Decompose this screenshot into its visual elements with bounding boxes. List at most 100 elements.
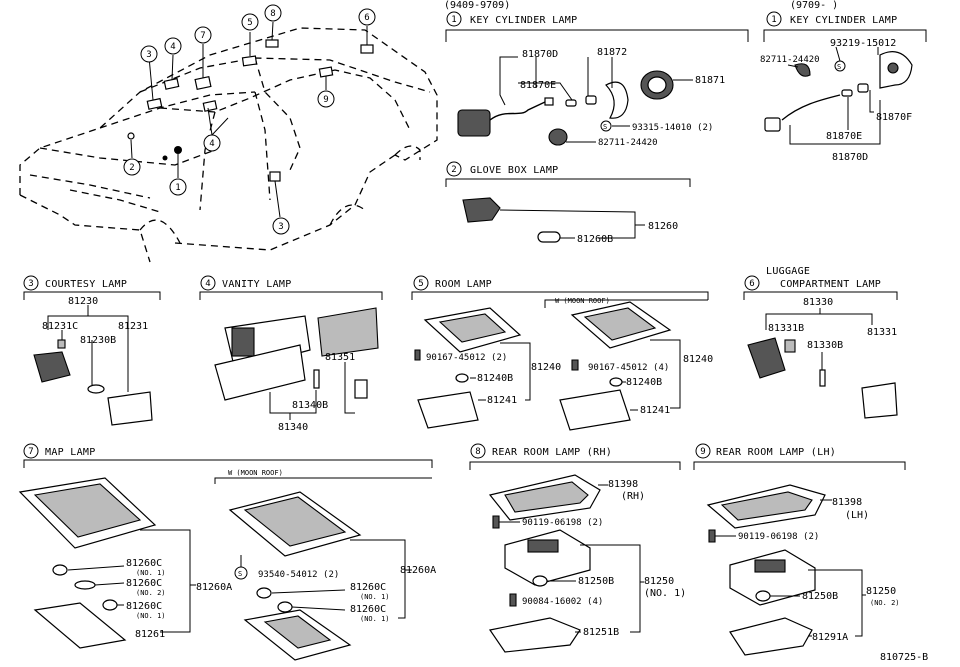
sec7-num: 7 (28, 447, 33, 457)
sec1a-part-81870D: 81870D (522, 49, 558, 60)
sec7-part-81260C-e: 81260C (350, 604, 386, 615)
sec9-part-81250: 81250 (866, 586, 896, 597)
sec9-part-81398: 81398 (832, 497, 862, 508)
sec1a-date-range: (9409-9709) (444, 0, 510, 11)
svg-text:S: S (603, 123, 607, 131)
sec6-part-81331B: 81331B (768, 323, 804, 334)
car-callout-5: 5 (247, 18, 252, 28)
section-courtesy-lamp: 3 COURTESY LAMP 81230 81231C 81231 81230… (23, 275, 161, 426)
sec9-title: REAR ROOM LAMP (LH) (716, 447, 836, 458)
sec5-part-81241-left: 81241 (487, 395, 517, 406)
sec3-title: COURTESY LAMP (45, 279, 127, 290)
sec7-note-d: (NO. 1) (360, 593, 390, 601)
sec7-part-81260C-b: 81260C (126, 578, 162, 589)
sec5-num: 5 (418, 279, 423, 289)
sec7-part-81260C-d: 81260C (350, 582, 386, 593)
sec1a-part-82711: 82711-24420 (598, 138, 658, 148)
sec7-note-a: (NO. 1) (136, 569, 166, 577)
sec2-title: GLOVE BOX LAMP (470, 165, 559, 176)
section-key-cylinder-lamp-late: (9709- ) 1 KEY CYLINDER LAMP S 93219-150… (760, 0, 927, 163)
car-callout-1: 1 (175, 183, 180, 193)
sec1a-title: KEY CYLINDER LAMP (470, 15, 577, 26)
sec6-part-81330: 81330 (803, 297, 833, 308)
sec1b-part-81870E: 81870E (826, 131, 862, 142)
sec8-part-81251B: 81251B (583, 627, 619, 638)
sec2-part-81260B: 81260B (577, 234, 613, 245)
sec8-title: REAR ROOM LAMP (RH) (492, 447, 612, 458)
sec1a-part-81870E: 81870E (520, 80, 556, 91)
sec7-note-e: (NO. 1) (360, 615, 390, 623)
sec3-part-81230: 81230 (68, 296, 98, 307)
sec6-num: 6 (749, 279, 754, 289)
sec1a-num: 1 (451, 15, 456, 25)
car-callout-3b: 3 (278, 222, 283, 232)
sec1a-part-93315: 93315-14010 (2) (632, 123, 713, 133)
section-luggage-compartment-lamp: LUGGAGE 6 COMPARTMENT LAMP 81330 81331B … (743, 266, 898, 419)
sec8-part-90119: 90119-06198 (2) (522, 518, 603, 528)
car-callout-9: 9 (323, 95, 328, 105)
sec1b-title: KEY CYLINDER LAMP (790, 15, 897, 26)
sec3-part-81231: 81231 (118, 321, 148, 332)
section-rear-room-lamp-rh: 8 REAR ROOM LAMP (RH) 81398 (RH) 90119-0… (469, 443, 686, 653)
sec1b-date-range: (9709- ) (790, 0, 838, 11)
sec8-part-90084: 90084-16002 (4) (522, 597, 603, 607)
sec1b-part-93219: 93219-15012 (830, 38, 896, 49)
sec4-part-81351: 81351 (325, 352, 355, 363)
sec7-part-93540: 93540-54012 (2) (258, 570, 339, 580)
sec7-part-81261: 81261 (135, 629, 165, 640)
sec8-num: 8 (475, 447, 480, 457)
car-callout-2: 2 (129, 163, 134, 173)
sec5-part-81240-right: 81240 (683, 354, 713, 365)
sec5-part-90167-left: 90167-45012 (2) (426, 353, 507, 363)
sec7-part-81260C-c: 81260C (126, 601, 162, 612)
svg-text:S: S (238, 570, 242, 578)
sec1a-part-81871: 81871 (695, 75, 725, 86)
section-glove-box-lamp: 2 GLOVE BOX LAMP 81260 81260B (445, 161, 691, 245)
sec4-num: 4 (205, 279, 210, 289)
svg-text:S: S (837, 63, 841, 71)
car-callout-4a: 4 (170, 42, 175, 52)
sec4-part-81340: 81340 (278, 422, 308, 433)
sec9-part-81398-note: (LH) (845, 510, 869, 521)
sec7-part-81260A-left: 81260A (196, 582, 232, 593)
sec1b-part-82711: 82711-24420 (760, 55, 820, 65)
sec5-part-81240B-left: 81240B (477, 373, 513, 384)
sec5-part-81240B-right: 81240B (626, 377, 662, 388)
sec8-part-81250-note: (NO. 1) (644, 588, 686, 599)
sec6-part-81331: 81331 (867, 327, 897, 338)
sec7-note-c: (NO. 1) (136, 612, 166, 620)
sec5-part-81241-right: 81241 (640, 405, 670, 416)
section-rear-room-lamp-lh: 9 REAR ROOM LAMP (LH) 81398 (LH) 90119-0… (693, 443, 906, 656)
section-map-lamp: 7 MAP LAMP W (MOON ROOF) 81260C (NO. 1) … (18, 443, 436, 661)
section-vanity-lamp: 4 VANITY LAMP 81351 81340B 81340 (199, 275, 383, 433)
car-callout-4b: 4 (209, 139, 214, 149)
section-key-cylinder-lamp-early: (9409-9709) 1 KEY CYLINDER LAMP S 81870D… (444, 0, 749, 148)
sec7-part-81260A-right: 81260A (400, 565, 436, 576)
sec7-part-81260C-a: 81260C (126, 558, 162, 569)
section-room-lamp: 5 ROOM LAMP W (MOON ROOF) 90167-45012 (2… (411, 275, 713, 431)
sec8-part-81398-note: (RH) (621, 491, 645, 502)
diagram-code: 810725-B (880, 652, 928, 663)
car-callout-3a: 3 (146, 50, 151, 60)
sec9-num: 9 (700, 447, 705, 457)
sec5-part-81240-left: 81240 (531, 362, 561, 373)
sec4-title: VANITY LAMP (222, 279, 292, 290)
sec6-title-line2: COMPARTMENT LAMP (780, 279, 881, 290)
sec3-part-81230B: 81230B (80, 335, 116, 346)
car-callout-6: 6 (364, 13, 369, 23)
sec5-part-90167-right: 90167-45012 (4) (588, 363, 669, 373)
car-overview: 3 4 7 5 8 6 9 4 2 1 3 (19, 4, 438, 263)
car-callout-8: 8 (270, 9, 275, 19)
sec5-title: ROOM LAMP (435, 279, 492, 290)
sec8-part-81250: 81250 (644, 576, 674, 587)
sec2-part-81260: 81260 (648, 221, 678, 232)
sec2-num: 2 (451, 165, 456, 175)
sec9-part-81291A: 81291A (812, 632, 848, 643)
car-callout-7: 7 (200, 31, 205, 41)
key-cylinder-lamp-socket-icon (457, 109, 491, 137)
sec8-part-81250B: 81250B (578, 576, 614, 587)
sec6-part-81330B: 81330B (807, 340, 843, 351)
sec9-part-81250B: 81250B (802, 591, 838, 602)
sec7-variant: W (MOON ROOF) (228, 469, 283, 477)
